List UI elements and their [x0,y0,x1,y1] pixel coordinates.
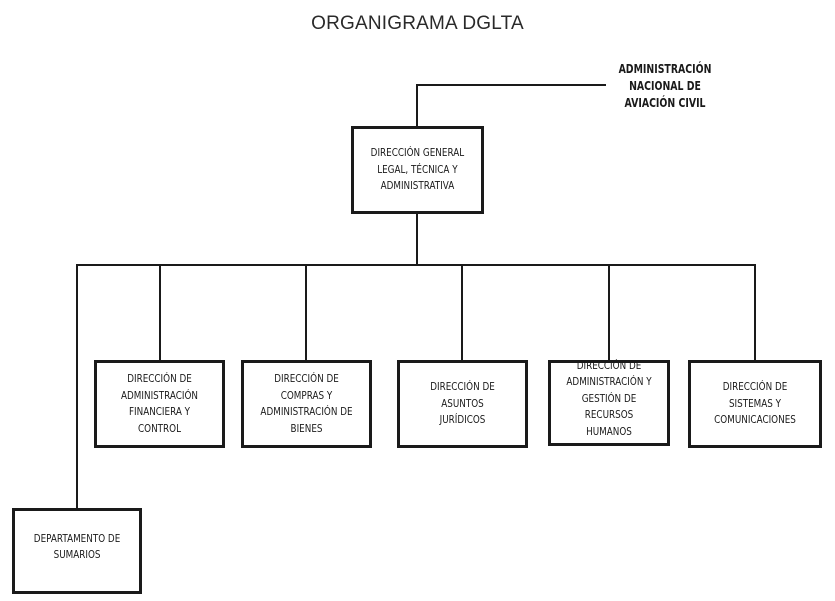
child-node-label: DIRECCIÓN DE COMPRAS Y ADMINISTRACIÓN DE… [260,372,353,435]
child-node-4: DIRECCIÓN DE ADMINISTRACIÓN Y GESTIÓN DE… [548,358,670,446]
department-node-label: DEPARTAMENTO DE SUMARIOS [33,531,121,562]
child-node-3: DIRECCIÓN DE ASUNTOS JURÍDICOS [397,360,528,448]
root-node-label: DIRECCIÓN GENERAL LEGAL, TÉCNICA Y ADMIN… [370,146,465,193]
connector-parent-vertical [416,84,418,128]
parent-org-text: ADMINISTRACIÓN NACIONAL DE AVIACIÓN CIVI… [618,62,712,110]
connector-root-down [416,212,418,266]
department-node: DEPARTAMENTO DE SUMARIOS [12,508,142,594]
connector-parent-horizontal [416,84,606,86]
connector-child-3 [461,264,463,362]
child-node-label: DIRECCIÓN DE SISTEMAS Y COMUNICACIONES [714,380,796,427]
child-node-label: DIRECCIÓN DE ADMINISTRACIÓN FINANCIERA Y… [121,372,198,435]
connector-child-1 [159,264,161,362]
root-node: DIRECCIÓN GENERAL LEGAL, TÉCNICA Y ADMIN… [351,126,484,214]
connector-child-4 [608,264,610,362]
connector-department [76,264,78,510]
connector-child-2 [305,264,307,362]
parent-org-label: ADMINISTRACIÓN NACIONAL DE AVIACIÓN CIVI… [591,61,739,112]
connector-main-horizontal [76,264,756,266]
child-node-1: DIRECCIÓN DE ADMINISTRACIÓN FINANCIERA Y… [94,360,225,448]
chart-title: ORGANIGRAMA DGLTA [311,13,524,34]
child-node-2: DIRECCIÓN DE COMPRAS Y ADMINISTRACIÓN DE… [241,360,372,448]
child-node-label: DIRECCIÓN DE ADMINISTRACIÓN Y GESTIÓN DE… [566,358,652,438]
connector-child-5 [754,264,756,362]
child-node-label: DIRECCIÓN DE ASUNTOS JURÍDICOS [430,380,495,427]
child-node-5: DIRECCIÓN DE SISTEMAS Y COMUNICACIONES [688,360,822,448]
